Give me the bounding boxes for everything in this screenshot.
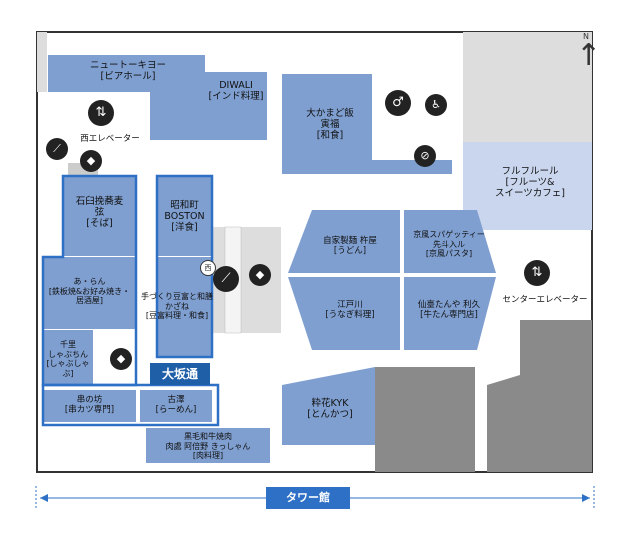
store-edogawa[interactable] (288, 277, 400, 350)
store-kushi[interactable] (43, 390, 136, 422)
store-chiba[interactable] (43, 330, 93, 385)
smoking-area-icon[interactable]: ⊘ (414, 145, 436, 167)
restroom-icon[interactable]: ♂ (385, 90, 411, 116)
gray-block-right (487, 320, 592, 472)
restroom-icon[interactable]: ◆ (249, 264, 271, 286)
elevator-icon[interactable]: ⇅ (524, 260, 550, 286)
tower-arrow-right (582, 494, 590, 502)
store-ara[interactable] (43, 257, 136, 329)
store-kuroge[interactable] (146, 428, 270, 463)
street-label: 大坂通 (150, 363, 210, 385)
tower-arrow-left (40, 494, 48, 502)
accessible-restroom-icon[interactable]: ♿ (425, 94, 447, 116)
escalator-icon[interactable]: ⟋ (46, 138, 68, 160)
escalator-icon[interactable]: ⟋ (213, 266, 239, 292)
compass: N ↑ (576, 32, 602, 73)
store-ikika[interactable] (282, 367, 375, 445)
restroom-icon[interactable]: ◆ (80, 150, 102, 172)
store-fruful[interactable] (463, 142, 592, 230)
store-new-tokyo[interactable] (48, 55, 205, 140)
compass-north-label: N (583, 32, 589, 41)
store-showacho[interactable] (157, 176, 212, 256)
south-block-outline (41, 383, 220, 427)
store-ishiusu[interactable] (63, 176, 136, 256)
corridor-gray-top (463, 32, 592, 142)
store-diwali[interactable] (205, 72, 267, 140)
restroom-icon[interactable]: ◆ (110, 348, 132, 370)
corridor-gray-left (37, 32, 47, 92)
gray-block-middle (375, 367, 475, 472)
store-kyofu[interactable] (404, 210, 496, 273)
store-kineya[interactable] (288, 210, 400, 273)
west-marker-icon: 西 (200, 260, 216, 276)
north-arrow-icon: ↑ (576, 38, 602, 73)
store-furusawa[interactable] (140, 390, 212, 422)
store-okamado[interactable] (282, 74, 452, 174)
elevator-icon[interactable]: ⇅ (88, 100, 114, 126)
store-risaku[interactable] (404, 277, 496, 350)
tower-label: タワー館 (266, 487, 350, 509)
